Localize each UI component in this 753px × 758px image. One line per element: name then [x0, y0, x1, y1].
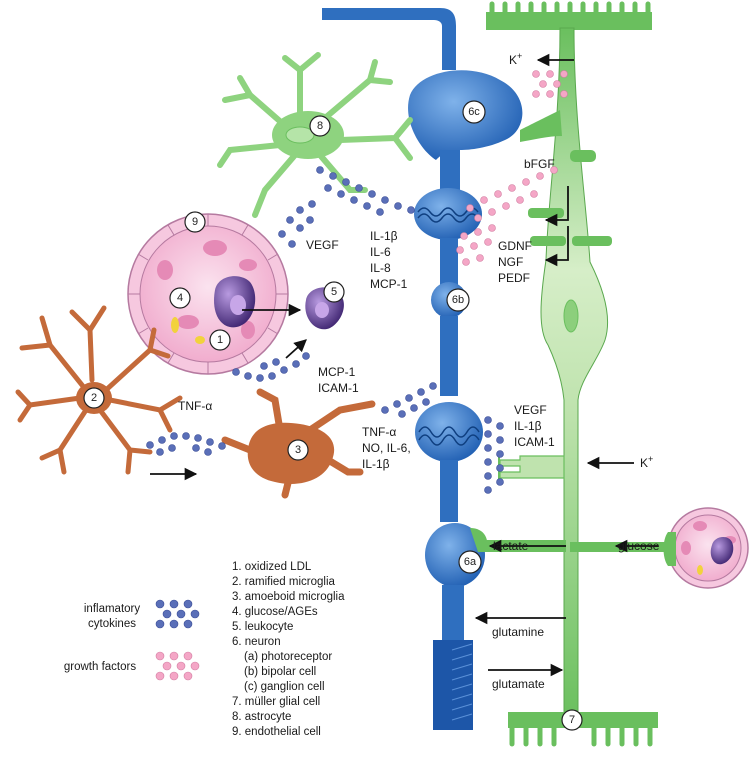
label-mcp1-top: MCP-1: [370, 277, 408, 291]
key-inflammatory-line1: inflamatory: [84, 603, 140, 615]
marker-6c: 6c: [462, 100, 486, 124]
inflammatory-cytokines: [146, 166, 504, 494]
svg-text:4: 4: [177, 292, 183, 304]
key-inflammatory-line2: cytokines: [88, 618, 136, 630]
svg-text:2: 2: [91, 392, 97, 404]
label-pedf: PEDF: [498, 271, 530, 285]
label-vegf-endothelial: VEGF: [306, 238, 339, 252]
label-bfgf: bFGF: [524, 157, 555, 171]
legend-item: 5. leukocyte: [232, 621, 293, 633]
legend-item: (a) photoreceptor: [244, 651, 332, 663]
label-il8: IL-8: [370, 261, 391, 275]
key-growth-dots: [155, 651, 200, 681]
number-markers: 1 2 3 4 5 6a 6b 6c 7 8 9: [83, 100, 583, 731]
legend-item: 6. neuron: [232, 636, 281, 648]
labels: K+ bFGF GDNF NGF PEDF VEGF IL-1β IL-6 IL…: [178, 51, 660, 691]
blood-vessel: [127, 213, 289, 375]
svg-text:5: 5: [331, 286, 337, 298]
legend-item: 7. müller glial cell: [232, 696, 320, 708]
label-icam1-right: ICAM-1: [514, 435, 555, 449]
svg-text:6a: 6a: [464, 556, 477, 568]
marker-5: 5: [323, 281, 345, 303]
label-mcp1: MCP-1: [318, 365, 356, 379]
svg-text:3: 3: [295, 444, 301, 456]
label-k-plus-top: K+: [509, 51, 522, 67]
label-glutamine: glutamine: [492, 625, 544, 639]
label-no-il6: NO, IL-6,: [362, 441, 411, 455]
marker-3: 3: [287, 439, 309, 461]
marker-8: 8: [309, 115, 331, 137]
svg-text:7: 7: [569, 714, 575, 726]
label-gdnf: GDNF: [498, 239, 532, 253]
label-tnfa-mid: TNF-α: [362, 425, 396, 439]
svg-text:9: 9: [192, 216, 198, 228]
label-glucose: glucose: [618, 539, 660, 553]
label-il6: IL-6: [370, 245, 391, 259]
label-vegf-right: VEGF: [514, 403, 547, 417]
legend-item: 9. endothelial cell: [232, 726, 321, 738]
label-icam1: ICAM-1: [318, 381, 359, 395]
svg-text:1: 1: [217, 334, 223, 346]
legend-item: 8. astrocyte: [232, 711, 291, 723]
svg-text:6c: 6c: [468, 106, 480, 118]
legend-list: 1. oxidized LDL 2. ramified microglia 3.…: [232, 561, 345, 738]
label-ngf: NGF: [498, 255, 523, 269]
legend-item: 4. glucose/AGEs: [232, 606, 318, 618]
svg-text:8: 8: [317, 120, 323, 132]
label-tnfa-left: TNF-α: [178, 399, 212, 413]
label-k-plus-right: K+: [640, 454, 653, 470]
growth-factors: [456, 70, 568, 266]
key-cytokine-dots: [155, 599, 200, 629]
legend-item: 3. amoeboid microglia: [232, 591, 345, 603]
key-growth-factors: growth factors: [64, 661, 136, 673]
svg-text:6b: 6b: [452, 294, 464, 306]
label-il1b-mid: IL-1β: [362, 457, 390, 471]
marker-6a: 6a: [458, 550, 482, 574]
astrocyte: [217, 52, 413, 218]
legend-item: (b) bipolar cell: [244, 666, 316, 678]
legend-item: 1. oxidized LDL: [232, 561, 312, 573]
label-glutamate: glutamate: [492, 677, 545, 691]
marker-4: 4: [169, 287, 191, 309]
marker-2: 2: [83, 387, 105, 409]
key: inflamatory cytokines growth factors: [64, 599, 200, 681]
marker-1: 1: [209, 329, 231, 351]
label-lactate: lactate: [493, 539, 529, 553]
marker-6b: 6b: [446, 288, 470, 312]
marker-7: 7: [561, 709, 583, 731]
legend-item: 2. ramified microglia: [232, 576, 335, 588]
label-il1b: IL-1β: [370, 229, 398, 243]
label-il1b-right: IL-1β: [514, 419, 542, 433]
capillary-right: [663, 507, 749, 589]
arrows: [150, 53, 658, 677]
marker-9: 9: [184, 211, 206, 233]
legend-item: (c) ganglion cell: [244, 681, 325, 693]
ramified-microglia: [15, 305, 183, 475]
